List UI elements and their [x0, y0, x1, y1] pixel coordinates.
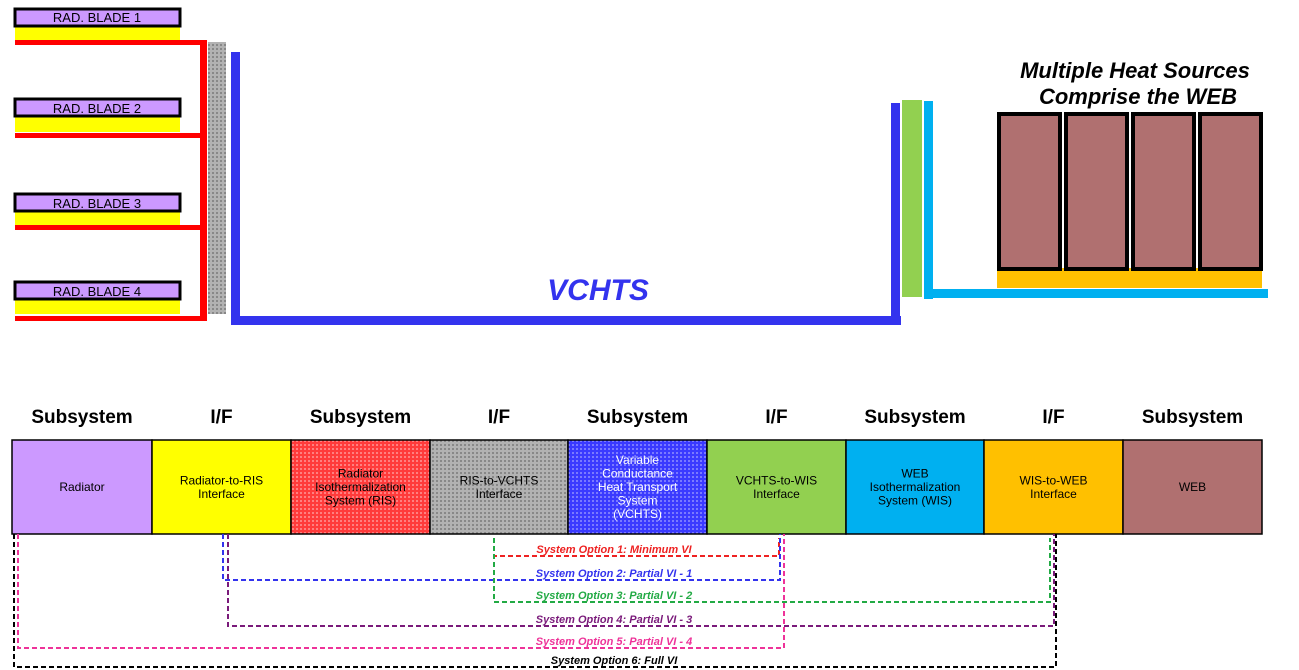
- cell-label: Isothermalization: [315, 480, 406, 494]
- column-header: I/F: [765, 407, 787, 428]
- column-header: Subsystem: [1142, 407, 1243, 428]
- cell-label: RIS-to-VCHTS: [460, 473, 539, 487]
- cell-label: WEB: [901, 467, 928, 481]
- cell-label: Isothermalization: [870, 480, 961, 494]
- system-option-3: System Option 3: Partial VI - 2: [493, 538, 1051, 603]
- radiator-blade-2: RAD. BLADE 2: [13, 97, 182, 132]
- column-header: I/F: [488, 407, 510, 428]
- cell-label: WEB: [1179, 480, 1206, 494]
- system-option-label: System Option 4: Partial VI - 3: [536, 614, 693, 626]
- wis-cyan-pipe: [924, 101, 1268, 299]
- blade-label: RAD. BLADE 4: [53, 284, 141, 299]
- system-option-6: System Option 6: Full VI: [13, 534, 1057, 668]
- blade-label: RAD. BLADE 2: [53, 101, 141, 116]
- system-options: System Option 1: Minimum VI System Option…: [13, 534, 1057, 668]
- column-header: Subsystem: [864, 407, 965, 428]
- subsystem-cell: WEB: [1122, 439, 1263, 535]
- cell-label: (VCHTS): [613, 507, 662, 521]
- blade-label: RAD. BLADE 1: [53, 10, 141, 25]
- cell-label: Radiator: [338, 467, 383, 481]
- system-option-2: System Option 2: Partial VI - 1: [222, 534, 781, 581]
- blade-label: RAD. BLADE 3: [53, 196, 141, 211]
- column-header: Subsystem: [31, 407, 132, 428]
- system-option-label: System Option 3: Partial VI - 2: [536, 590, 693, 602]
- heat-sources-title-line-2: Comprise the WEB: [1039, 84, 1237, 109]
- system-option-1: System Option 1: Minimum VI: [493, 538, 780, 557]
- ris-red-pipes: [15, 40, 207, 321]
- header-row: Subsystem I/F Subsystem I/F Subsystem I/F Subs…: [31, 407, 1243, 428]
- column-header: Subsystem: [310, 407, 411, 428]
- cell-label: Interface: [1030, 487, 1077, 501]
- cell-label: Interface: [476, 487, 523, 501]
- cell-label: System (RIS): [325, 494, 396, 508]
- vchts-label: VCHTS: [547, 274, 649, 307]
- cell-label: Interface: [198, 487, 245, 501]
- cell-label: Interface: [753, 487, 800, 501]
- system-option-4: System Option 4: Partial VI - 3: [227, 534, 1055, 627]
- system-option-label: System Option 6: Full VI: [551, 655, 678, 667]
- column-header: Subsystem: [587, 407, 688, 428]
- cell-label: WIS-to-WEB: [1020, 473, 1088, 487]
- radiator-blade-4: RAD. BLADE 4: [13, 280, 182, 314]
- system-option-label: System Option 2: Partial VI - 1: [536, 568, 693, 580]
- system-option-label: System Option 1: Minimum VI: [536, 544, 692, 556]
- cell-label: Radiator-to-RIS: [180, 473, 263, 487]
- ris-to-vchts-interface-block: [208, 42, 226, 314]
- cell-label: Radiator: [59, 480, 104, 494]
- column-header: I/F: [1042, 407, 1064, 428]
- cell-label: Conductance: [602, 467, 673, 481]
- cell-label: VCHTS-to-WIS: [736, 473, 817, 487]
- vchts-to-wis-interface-block: [902, 100, 922, 297]
- heat-sources: [997, 112, 1263, 288]
- system-option-label: System Option 5: Partial VI - 4: [536, 636, 693, 648]
- cell-label: System (WIS): [878, 494, 952, 508]
- system-option-5: System Option 5: Partial VI - 4: [17, 534, 785, 649]
- subsystem-cell: Radiator: [11, 439, 153, 535]
- cell-label: Variable: [616, 453, 659, 467]
- vchts-blue-pipe: [231, 52, 901, 325]
- cell-label: Heat Transport: [598, 480, 678, 494]
- cell-label: System: [617, 494, 657, 508]
- column-header: I/F: [210, 407, 232, 428]
- heat-sources-title-line-1: Multiple Heat Sources: [1020, 58, 1250, 83]
- radiator-blade-3: RAD. BLADE 3: [13, 192, 182, 227]
- radiator-blade-1: RAD. BLADE 1: [13, 7, 182, 40]
